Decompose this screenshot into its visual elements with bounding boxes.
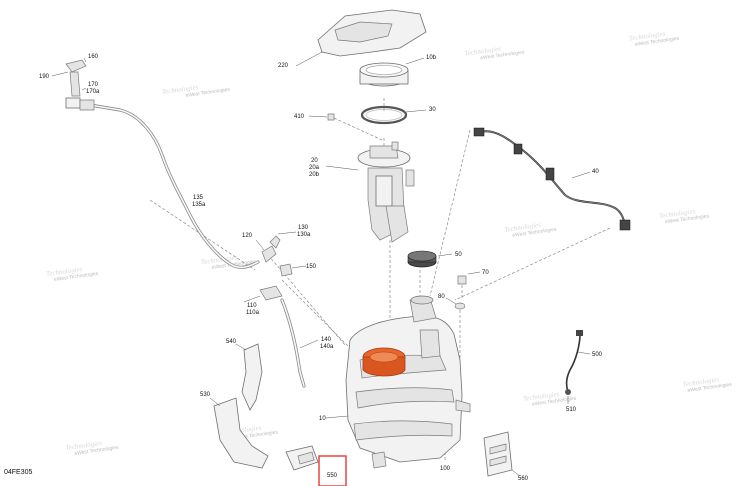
diagram-code: 04FE305	[4, 469, 33, 476]
watermark: Technologies eWest Technologies	[65, 439, 119, 457]
lower-shield-part	[209, 397, 269, 469]
callout-110: 110	[247, 303, 257, 309]
fuel-level-sensor-part	[285, 445, 319, 471]
callout-40: 40	[592, 169, 599, 175]
callout-135: 135	[193, 195, 204, 201]
assembly-line	[281, 279, 351, 349]
pump-opening-highlight	[362, 347, 406, 377]
callout-20a: 20a	[309, 165, 320, 171]
callout-170: 170	[88, 82, 99, 88]
callout-500: 500	[592, 352, 603, 358]
protection-plate-part	[483, 431, 521, 477]
hose-connector-part	[255, 231, 297, 263]
wiring-harness-part	[473, 127, 631, 231]
callout-140: 140	[321, 337, 332, 343]
fuel-hose-part	[88, 103, 260, 269]
bolt-part	[457, 271, 481, 285]
watermark: Technologies eWest Technologies	[464, 45, 525, 62]
heat-shield-part	[295, 9, 427, 67]
bracket-part	[235, 343, 263, 411]
callout-20: 20	[311, 158, 318, 164]
callout-550: 550	[327, 473, 338, 479]
vent-tube-part	[243, 285, 319, 388]
callout-220: 220	[278, 63, 289, 69]
callout-80: 80	[438, 294, 445, 300]
sensor-lead-part	[565, 330, 591, 404]
callout-100: 100	[440, 466, 451, 472]
fuel-pump-module-part	[325, 141, 415, 243]
assembly-line	[149, 199, 256, 271]
clamp-part	[279, 263, 307, 277]
watermark: Technologies eWest Technologies	[628, 30, 680, 48]
callout-10: 10	[319, 416, 326, 422]
callout-120: 120	[242, 233, 253, 239]
callout-550-highlight-box[interactable]	[318, 455, 347, 486]
callout-190: 190	[39, 74, 50, 80]
watermarks: Technologies eWest Technologies Technolo…	[46, 30, 733, 457]
callout-70: 70	[482, 270, 489, 276]
fuel-cap-part	[407, 250, 453, 268]
grommet-part	[445, 297, 466, 310]
callout-110a: 110a	[246, 310, 260, 316]
callout-530: 530	[200, 392, 211, 398]
callout-170a: 170a	[86, 89, 100, 95]
clip-part	[308, 113, 335, 121]
callout-540: 540	[226, 339, 237, 345]
callout-150: 150	[306, 264, 317, 270]
callouts: 160 190 170 170a 220 10b 30 410 20 20a 2…	[39, 54, 603, 482]
fuel-tank-part	[325, 295, 471, 469]
watermark: Technologies eWest Technologies	[504, 221, 558, 239]
callout-510: 510	[566, 407, 577, 413]
callout-410: 410	[294, 114, 305, 120]
callout-50: 50	[455, 252, 462, 258]
assembly-line	[454, 227, 611, 301]
callout-140a: 140a	[320, 344, 334, 350]
callout-20b: 20b	[309, 172, 320, 178]
quick-connector-part	[51, 57, 95, 111]
watermark: Technologies eWest Technologies	[682, 375, 733, 393]
watermark: Technologies eWest Technologies	[658, 207, 710, 225]
callout-560: 560	[518, 476, 529, 482]
assembly-line	[333, 117, 383, 141]
seal-ring-part	[360, 105, 427, 125]
callout-135a: 135a	[192, 202, 206, 208]
callout-160: 160	[88, 54, 99, 60]
assembly-lines	[149, 98, 611, 462]
watermark: Technologies eWest Technologies	[46, 265, 100, 283]
assembly-line	[429, 129, 471, 297]
callout-10b: 10b	[426, 55, 437, 61]
callout-130: 130	[298, 225, 309, 231]
callout-130a: 130a	[297, 232, 311, 238]
lock-ring-part	[359, 57, 425, 87]
callout-30: 30	[429, 107, 436, 113]
watermark: Technologies eWest Technologies	[161, 83, 230, 99]
